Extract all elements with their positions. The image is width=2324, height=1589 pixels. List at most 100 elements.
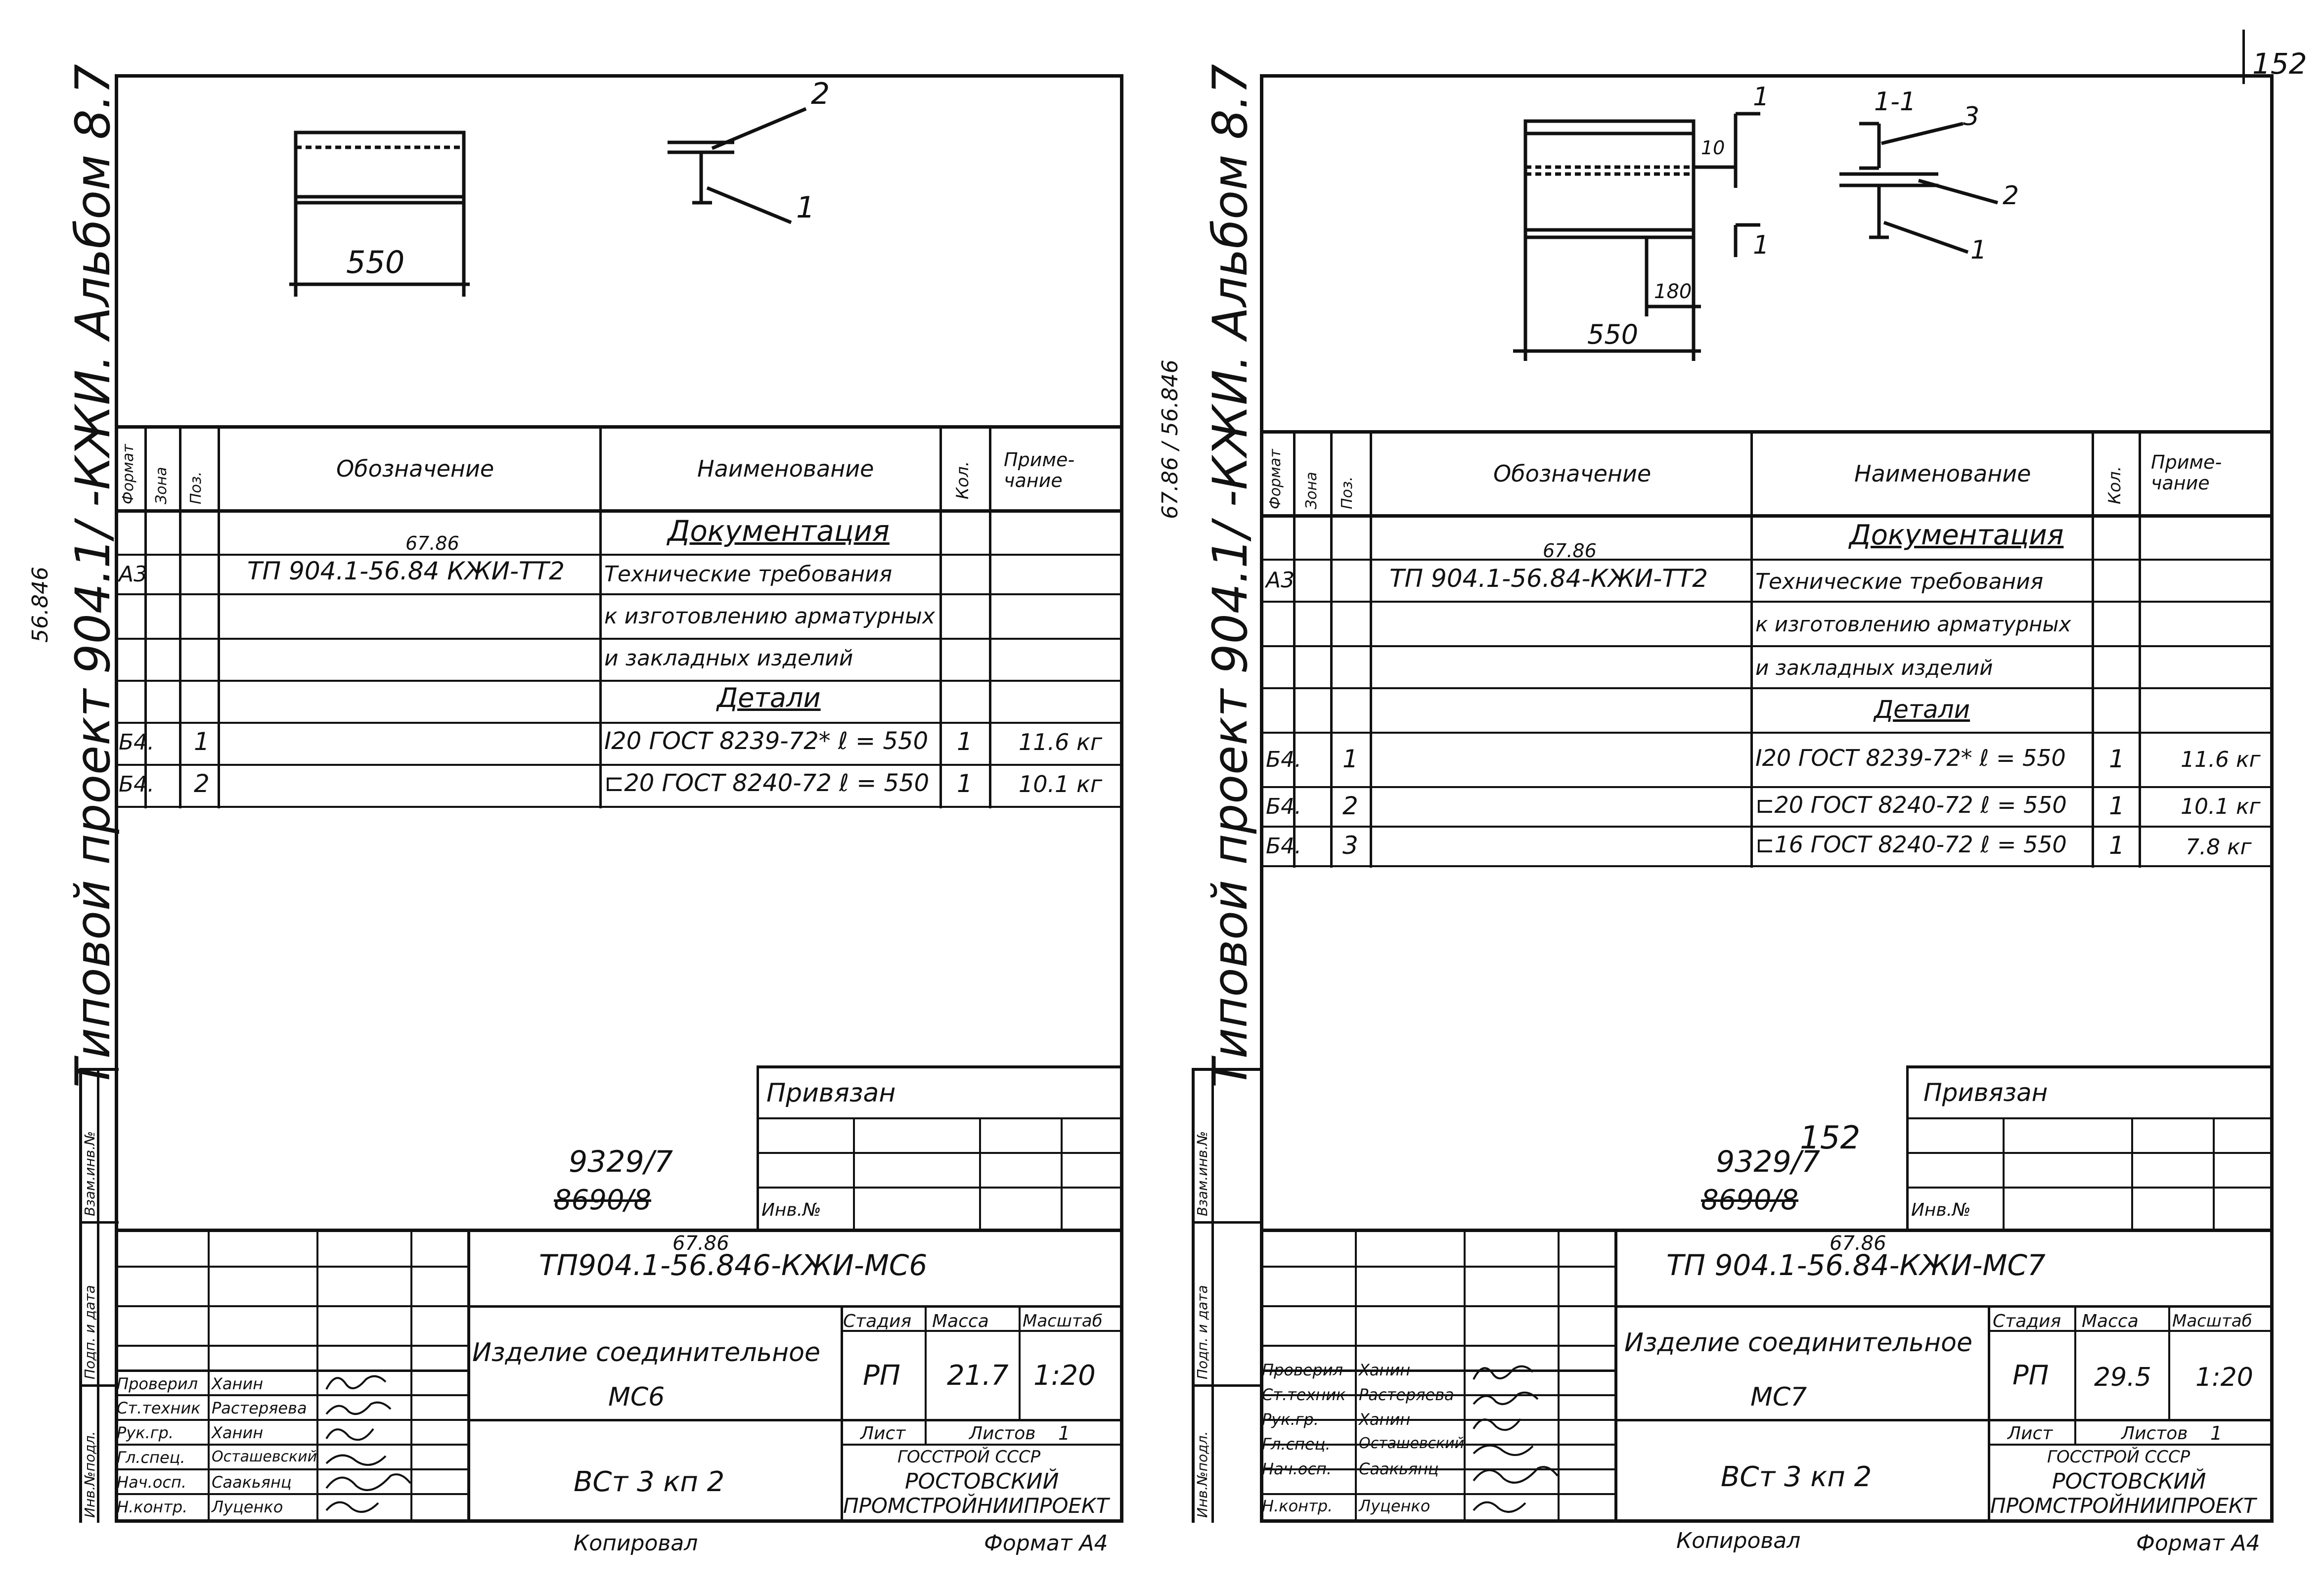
sl-row0-name: Технические требования xyxy=(604,562,893,587)
side-stamp-left-h2 xyxy=(79,1384,119,1387)
side-stamp-left-top xyxy=(79,1068,119,1071)
sl-priv-left xyxy=(757,1065,759,1229)
sr-doc-code-note: 67.86 xyxy=(1830,1232,1886,1255)
sl-row3-note: 11.6 кг xyxy=(1019,729,1102,755)
sl-col-name: Наименование xyxy=(697,455,874,482)
sr-massa-label: Масса xyxy=(2082,1311,2139,1331)
sr-row3-qty: 1 xyxy=(2109,745,2125,773)
sl-row4-pos: 2 xyxy=(194,769,210,798)
sr-priv-v2 xyxy=(2131,1117,2133,1229)
sl-tb-h-list xyxy=(841,1444,1123,1446)
sr-name-3: Осташевский xyxy=(1359,1435,1465,1452)
sl-row0-designation: ТП 904.1-56.84 КЖИ-ТТ2 xyxy=(247,557,565,585)
sl-privyazan: Привязан xyxy=(766,1078,896,1108)
sr-listov: 1 xyxy=(2210,1422,2223,1444)
sr-tb-v-prod xyxy=(1988,1305,1990,1523)
sl-masshtab-label: Масштаб xyxy=(1023,1311,1103,1331)
sl-tb-h4 xyxy=(115,1468,467,1470)
sr-tb-h0 xyxy=(1260,1369,1614,1372)
sr-row1-name: к изготовлению арматурных xyxy=(1755,612,2071,636)
sr-masshtab-label: Масштаб xyxy=(2172,1311,2252,1331)
sl-tb-h1 xyxy=(115,1394,467,1396)
sr-tb-h5 xyxy=(1260,1493,1614,1495)
sr-row4-pos: 2 xyxy=(1342,792,1358,820)
side-stamp-right-h2 xyxy=(1192,1384,1261,1387)
sl-lbl-kontr: Н.контр. xyxy=(117,1498,188,1516)
sr-row4-note: 10.1 кг xyxy=(2181,794,2261,819)
sl-name-1: Растеряева xyxy=(212,1399,307,1417)
sr-tb-v-name xyxy=(1355,1229,1357,1523)
sl-tb-v-name xyxy=(208,1229,210,1523)
sr-tb-h4 xyxy=(1260,1468,1614,1470)
side-stamp-right-top xyxy=(1192,1068,1261,1071)
sr-tb-h-prod xyxy=(1614,1419,2274,1421)
sl-priv-v3 xyxy=(1061,1117,1063,1229)
sr-col-note: Приме-чание xyxy=(2151,451,2222,494)
sr-tb-v-s1 xyxy=(2074,1305,2076,1444)
sl-tbl-v5 xyxy=(939,425,942,808)
sl-tb-h0 xyxy=(115,1369,467,1372)
sl-section-doc: Документация xyxy=(668,514,890,548)
sl-listov: 1 xyxy=(1058,1422,1071,1444)
sr-name-1: Растеряева xyxy=(1359,1385,1454,1404)
sl-lbl-nach: Нач.осп. xyxy=(117,1473,187,1492)
sl-row4-qty: 1 xyxy=(957,769,973,798)
sr-tbl-r5 xyxy=(1260,732,2274,734)
sl-inv-number: 9329/7 xyxy=(569,1145,673,1179)
sl-name-5: Луценко xyxy=(212,1498,283,1516)
sr-tbl-v4 xyxy=(1750,430,1753,868)
sl-tb-v-prod xyxy=(841,1305,843,1523)
sr-lbl-kontr: Н.контр. xyxy=(1262,1497,1333,1515)
sr-section-det: Детали xyxy=(1874,695,1970,724)
sheet-left-dim-width: 550 xyxy=(346,244,405,280)
sr-doc-code: ТП 904.1-56.84-КЖИ-МС7 xyxy=(1666,1248,2046,1282)
sl-priv-h2 xyxy=(757,1152,1123,1154)
sr-tbl-v1 xyxy=(1293,430,1296,868)
side-stamp-left-v2 xyxy=(97,1068,99,1523)
sl-tbl-hbot xyxy=(115,509,1123,513)
sr-priv-h3 xyxy=(1906,1187,2274,1189)
sheet-right-leader-1: 1 xyxy=(1970,235,1987,265)
sl-priv-h3 xyxy=(757,1187,1123,1189)
sheet-right-leader-3: 3 xyxy=(1963,102,1980,132)
sl-row4-note: 10.1 кг xyxy=(1019,771,1102,797)
sl-tbl-r4 xyxy=(115,680,1123,682)
sr-masshtab: 1:20 xyxy=(2195,1363,2253,1392)
sl-tb-h-prod xyxy=(467,1419,1123,1421)
sl-inv-old: 8690/8 xyxy=(554,1184,652,1216)
sr-inv-old: 8690/8 xyxy=(1701,1184,1799,1216)
sl-tbl-v4 xyxy=(599,425,602,808)
sl-tb-top xyxy=(115,1229,1123,1232)
sr-row2-name: и закладных изделий xyxy=(1755,656,1993,680)
sl-org3: ПРОМСТРОЙНИИПРОЕКТ xyxy=(843,1494,1109,1518)
sr-row0-format: А3 xyxy=(1266,568,1295,593)
sr-priv-h2 xyxy=(1906,1152,2274,1154)
sr-steel: ВСт 3 кп 2 xyxy=(1721,1461,1872,1493)
side-stamp-right-h1 xyxy=(1192,1221,1261,1224)
sr-row5-qty: 1 xyxy=(2109,831,2125,860)
sr-org2: РОСТОВСКИЙ xyxy=(2052,1469,2206,1494)
sl-row0-desig-note: 67.86 xyxy=(405,532,459,554)
sl-massa-label: Масса xyxy=(932,1311,989,1331)
sr-stadiya-label: Стадия xyxy=(1993,1311,2061,1331)
sl-row1-name: к изготовлению арматурных xyxy=(604,604,935,629)
sr-row5-pos: 3 xyxy=(1342,831,1358,860)
sr-tbl-v5 xyxy=(2092,430,2094,868)
sr-lbl-sttekhnik: Ст.техник xyxy=(1262,1385,1346,1404)
sr-inv-label: Инв.№ xyxy=(1911,1200,1971,1220)
sl-masshtab: 1:20 xyxy=(1033,1360,1096,1392)
sr-tb-v-s2 xyxy=(2168,1305,2170,1419)
sl-stadiya-label: Стадия xyxy=(843,1311,912,1331)
sr-tbl-r6 xyxy=(1260,786,2274,788)
sl-section-det: Детали xyxy=(717,682,821,713)
sl-tbl-v1 xyxy=(144,425,147,808)
sl-tbl-v2 xyxy=(179,425,181,808)
sl-priv-h1 xyxy=(757,1117,1123,1119)
sl-tb-h-c xyxy=(115,1345,467,1347)
sr-tb-h-a xyxy=(1260,1266,1614,1268)
sheet-right xyxy=(1260,74,2274,1523)
sheet-left-leader-2: 2 xyxy=(811,77,830,111)
sheet-right-section-mark: 1-1 xyxy=(1874,87,1916,117)
